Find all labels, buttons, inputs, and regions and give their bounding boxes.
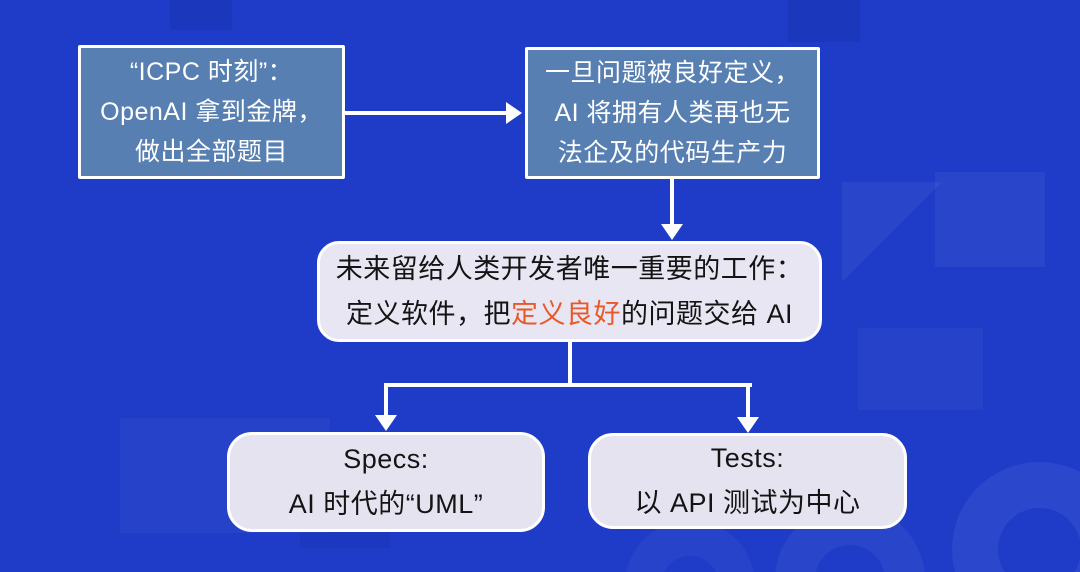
node-future-developer-work: 未来留给人类开发者唯一重要的工作： 定义软件，把定义良好的问题交给 AI	[317, 241, 822, 342]
node-text-line: 定义软件，把定义良好的问题交给 AI	[346, 292, 793, 337]
branch-to-tests-line	[746, 383, 750, 418]
arrow-icpc-to-productivity-line	[345, 111, 507, 115]
node-tests: Tests: 以 API 测试为中心	[588, 433, 907, 529]
branch-to-specs-line	[384, 383, 388, 417]
node-icpc-moment: “ICPC 时刻”： OpenAI 拿到金牌， 做出全部题目	[78, 45, 345, 179]
background-pattern-rect	[935, 172, 1045, 267]
background-pattern-rect	[788, 0, 860, 42]
highlighted-phrase: 定义良好	[510, 298, 621, 329]
arrow-productivity-to-future-line	[670, 179, 674, 225]
node-text-line: “ICPC 时刻”：	[129, 58, 294, 86]
node-text-line: AI 将拥有人类再也无	[554, 99, 791, 127]
background-pattern-rect	[170, 0, 232, 30]
background-pattern-rect	[858, 328, 983, 410]
arrow-right-icon	[506, 102, 522, 124]
arrow-down-icon	[661, 224, 683, 240]
node-text-line: 以 API 测试为中心	[634, 488, 861, 518]
node-text-line: AI 时代的“UML”	[288, 489, 484, 519]
node-text-segment: 定义软件，把	[345, 298, 511, 329]
node-specs: Specs: AI 时代的“UML”	[227, 432, 545, 532]
branch-horizontal-line	[384, 383, 752, 387]
branch-stem-line	[568, 341, 572, 385]
node-text-line: 一旦问题被良好定义，	[544, 59, 800, 87]
arrow-down-icon	[375, 415, 397, 431]
node-text-line: 法企及的代码生产力	[557, 139, 788, 167]
node-ai-productivity: 一旦问题被良好定义， AI 将拥有人类再也无 法企及的代码生产力	[525, 47, 820, 179]
node-text-line: Tests:	[710, 443, 785, 473]
node-text-line: 未来留给人类开发者唯一重要的工作：	[335, 253, 804, 284]
node-text-segment: 的问题交给 AI	[620, 298, 793, 329]
background-watermark-ring	[952, 462, 1080, 572]
arrow-down-icon	[737, 417, 759, 433]
node-text-line: Specs:	[343, 444, 429, 474]
node-text-line: OpenAI 拿到金牌，	[100, 98, 323, 126]
background-pattern-triangle	[842, 182, 942, 282]
node-text-line: 做出全部题目	[134, 138, 288, 166]
